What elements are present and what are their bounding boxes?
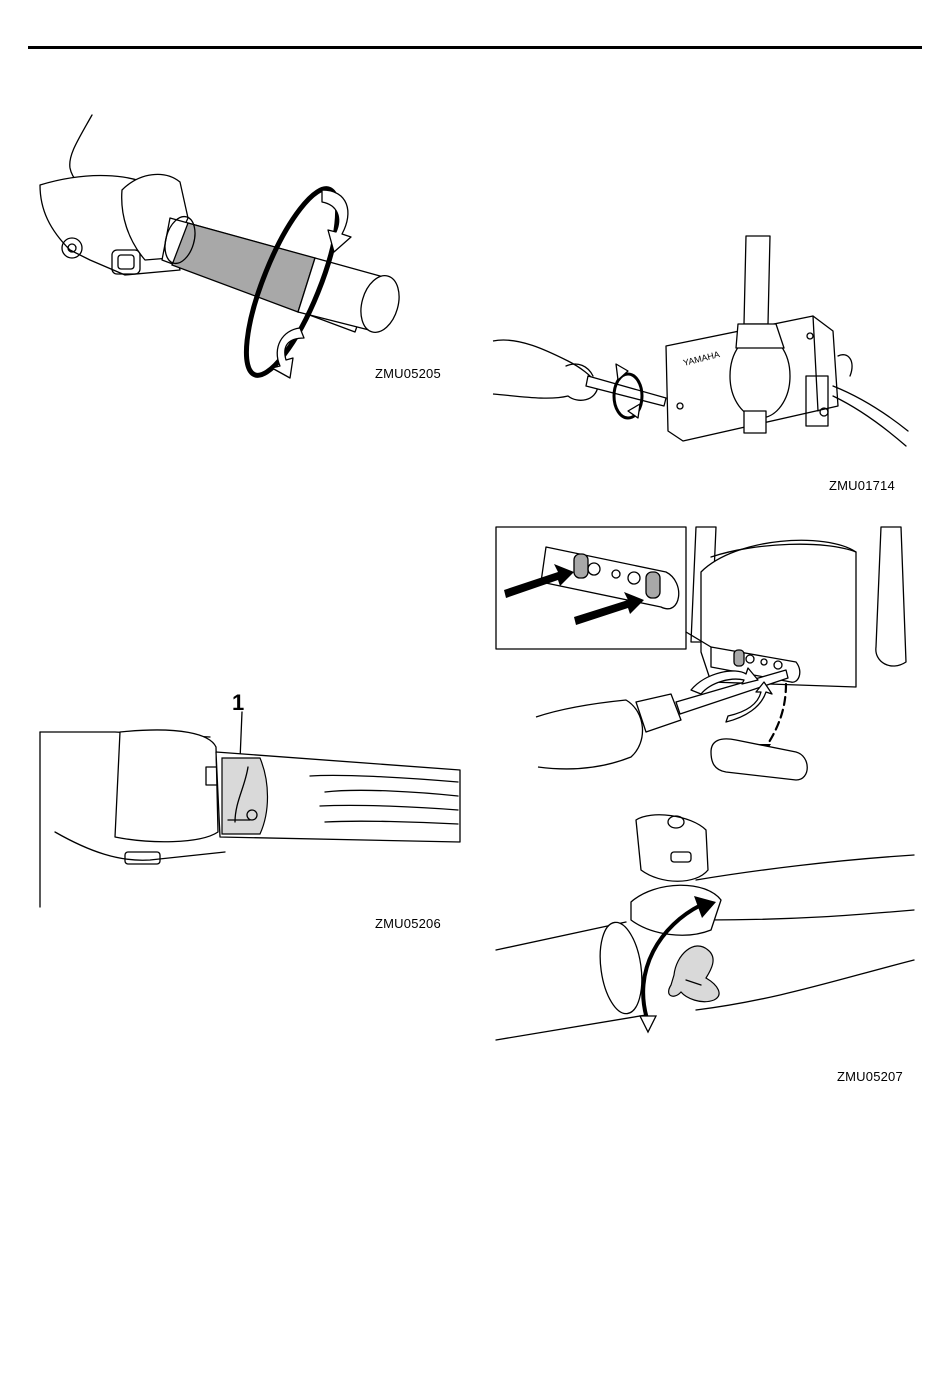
remote-control-illustration: YAMAHA xyxy=(488,236,913,456)
figure-friction-knob xyxy=(496,810,916,1050)
throttle-indicator-illustration xyxy=(30,712,460,912)
figure-code: ZMU05207 xyxy=(837,1069,903,1084)
figure-code: ZMU05205 xyxy=(375,366,441,381)
figure-code: ZMU01714 xyxy=(829,478,895,493)
figure-cover-removal xyxy=(496,522,916,800)
figure-twist-grip xyxy=(30,110,460,400)
tiller-twist-grip-illustration xyxy=(30,110,460,400)
figure-throttle-indicator xyxy=(30,712,460,912)
figure-code: ZMU05206 xyxy=(375,916,441,931)
cover-removal-illustration xyxy=(496,522,916,800)
figure-remote-control: YAMAHA xyxy=(488,236,913,456)
friction-knob-illustration xyxy=(496,810,916,1050)
header-rule xyxy=(28,46,922,49)
